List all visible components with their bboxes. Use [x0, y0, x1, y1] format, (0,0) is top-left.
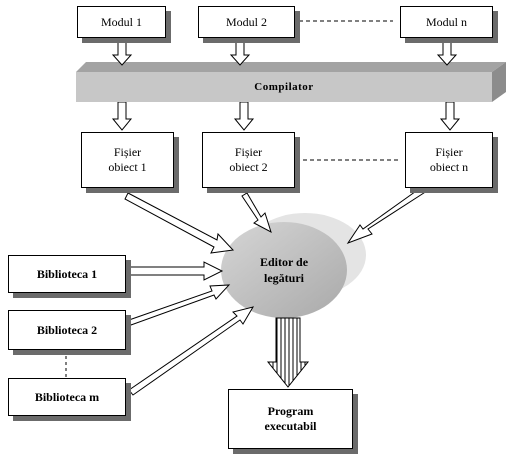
compilator-bar-side	[492, 62, 506, 102]
modul-n-box: Modul n	[400, 6, 493, 38]
obiect-1-label: Fișier obiect 1	[108, 145, 147, 174]
compilator-box: Compilator	[76, 72, 492, 102]
modul-2-box: Modul 2	[198, 6, 295, 38]
arrow-modul2-compilator	[229, 37, 251, 66]
biblioteca-m-box: Biblioteca m	[8, 378, 126, 416]
arrow-linker-program	[266, 317, 310, 388]
linker-ellipse	[221, 222, 347, 318]
biblioteca-m-label: Biblioteca m	[34, 389, 100, 404]
arrow-obj2-linker	[241, 192, 272, 234]
modul-2-label: Modul 2	[225, 14, 267, 29]
arrow-modul1-compilator	[111, 37, 133, 66]
arrow-compilator-obj2	[233, 101, 255, 131]
arrow-libm-linker	[128, 306, 255, 396]
obiect-2-box: Fișier obiect 2	[202, 132, 295, 188]
program-executabil-label: Program executabil	[264, 404, 317, 433]
obiect-n-label: Fișier obiect n	[429, 145, 469, 174]
linker-label: Editor de legături	[259, 255, 309, 285]
modul-1-box: Modul 1	[77, 6, 166, 38]
program-executabil-box: Program executabil	[228, 389, 353, 449]
arrow-moduln-compilator	[436, 37, 458, 66]
compilator-label: Compilator	[254, 80, 314, 93]
arrow-compilator-objn	[439, 101, 461, 131]
arrow-compilator-obj1	[111, 101, 133, 131]
modul-n-label: Modul n	[425, 14, 467, 29]
arrow-lib1-linker	[128, 261, 224, 281]
biblioteca-1-box: Biblioteca 1	[8, 255, 126, 293]
modul-1-label: Modul 1	[100, 14, 142, 29]
obiect-1-box: Fișier obiect 1	[81, 132, 174, 188]
obiect-2-label: Fișier obiect 2	[229, 145, 268, 174]
biblioteca-1-label: Biblioteca 1	[36, 266, 98, 281]
arrow-objn-linker	[346, 183, 431, 245]
compilator-bar-top	[76, 62, 506, 72]
obiect-n-box: Fișier obiect n	[405, 132, 493, 188]
arrow-obj1-linker	[124, 192, 235, 254]
arrow-lib2-linker	[128, 284, 231, 326]
biblioteca-2-box: Biblioteca 2	[8, 310, 126, 350]
biblioteca-2-label: Biblioteca 2	[36, 322, 98, 337]
